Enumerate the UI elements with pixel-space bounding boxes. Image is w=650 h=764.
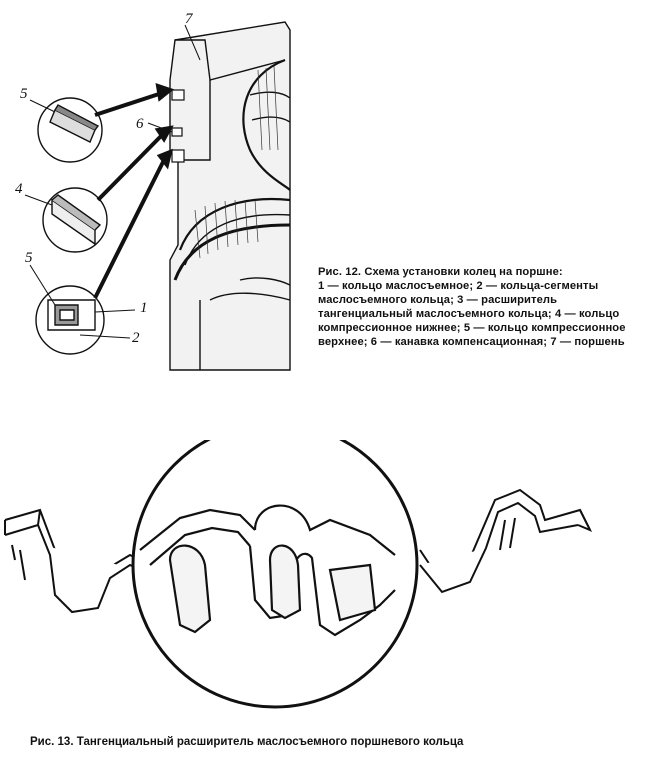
- piston-rings-diagram: 7 5 6 4 5 1 2: [15, 11, 291, 371]
- figure-13-caption: Рис. 13. Тангенциальный расширитель масл…: [30, 736, 464, 748]
- label-4: 4: [15, 181, 23, 197]
- tangential-expander-drawing: [4, 440, 593, 709]
- piston-body: [169, 21, 291, 371]
- label-7: 7: [185, 11, 194, 27]
- label-5-bottom: 5: [25, 250, 33, 266]
- label-6: 6: [136, 116, 144, 132]
- label-1: 1: [140, 300, 148, 316]
- callout-lines: [24, 24, 201, 339]
- shading: [194, 65, 279, 259]
- figure-12-title: Рис. 12. Схема установки колец на поршне…: [318, 266, 563, 278]
- ring-4-detail: [42, 187, 108, 253]
- ring-grooves: [171, 89, 185, 163]
- ring-5-detail: [37, 97, 103, 163]
- ring-1-detail: [35, 285, 105, 355]
- figure-12-legend: 1 — кольцо маслосъемное; 2 — кольца-сегм…: [318, 280, 626, 348]
- figure-12-caption: Рис. 12. Схема установки колец на поршне…: [318, 265, 648, 349]
- label-5-top: 5: [20, 86, 28, 102]
- label-2: 2: [132, 330, 140, 346]
- leader-arrows: [93, 83, 175, 299]
- expander-magnified: [139, 504, 396, 637]
